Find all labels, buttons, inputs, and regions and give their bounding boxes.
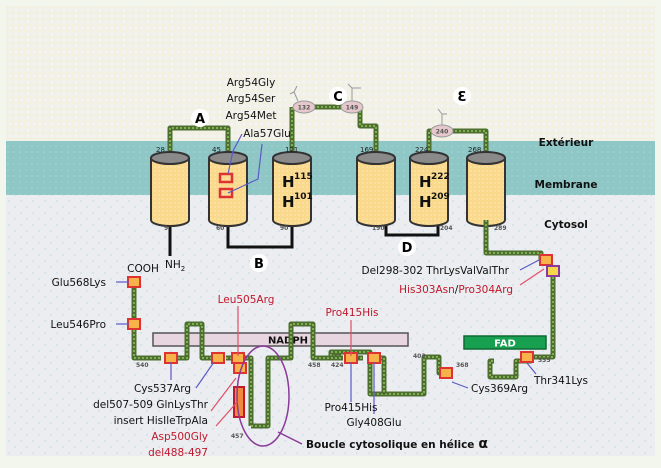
mutation-arg54gly: Arg54Gly — [227, 77, 276, 89]
mutation-thr341lys: Thr341Lys — [533, 375, 588, 387]
svg-text:240: 240 — [436, 129, 449, 136]
mutation-marker — [164, 352, 178, 364]
membrane-region — [6, 141, 655, 195]
mutation-his303-pro304: His303Asn/Pro304Arg — [399, 284, 513, 296]
mutation-marker — [218, 187, 234, 199]
mutation-del507-509: del507-509 GlnLysThr — [93, 399, 209, 411]
mutation-marker — [546, 265, 560, 277]
svg-text:FAD: FAD — [494, 339, 516, 350]
helix-5-start: 224 — [415, 146, 429, 154]
residue-457: 457 — [231, 433, 244, 440]
svg-text:101: 101 — [294, 192, 313, 202]
residue-368: 368 — [456, 362, 469, 369]
svg-text:H: H — [419, 193, 432, 211]
mutation-arg54met: Arg54Met — [226, 110, 277, 122]
residue-424: 424 — [331, 362, 344, 369]
nadph-domain: NADPH — [152, 332, 409, 347]
svg-text:222: 222 — [431, 172, 450, 182]
helix-1-end: 9 — [164, 225, 168, 232]
exterior-region — [6, 6, 655, 141]
svg-text:209: 209 — [431, 192, 450, 202]
mutation-del488-497: del488-497 — [148, 447, 208, 456]
glycosylation-site: 240 — [430, 108, 454, 138]
loop-label-e: Ɛ — [453, 87, 471, 105]
mutation-marker — [520, 351, 534, 363]
svg-text:C: C — [333, 90, 343, 105]
loop-label-b: B — [250, 254, 268, 272]
helix-4-end: 190 — [372, 225, 385, 232]
helix-2 — [208, 151, 248, 227]
label-cytosol: Cytosol — [544, 219, 588, 231]
helix-6-end: 289 — [494, 225, 507, 232]
mutation-marker — [439, 367, 453, 379]
loop-label-a: A — [191, 109, 209, 127]
svg-text:NADPH: NADPH — [268, 336, 308, 347]
helix-3-start: 121 — [285, 146, 298, 154]
residue-335: 335 — [538, 357, 551, 364]
mutation-leu505arg: Leu505Arg — [218, 294, 275, 306]
helix-2-end: 60 — [216, 225, 224, 232]
helix-1-start: 28 — [156, 146, 165, 154]
svg-text:H: H — [282, 173, 295, 191]
label-membrane: Membrane — [535, 179, 598, 191]
mutation-del298-302: Del298-302 ThrLysValValThr — [362, 265, 510, 277]
residue-458: 458 — [308, 362, 321, 369]
mutation-marker — [367, 352, 381, 364]
mutation-leu546pro: Leu546Pro — [51, 319, 106, 331]
cytosolic-helix-loop-highlight — [236, 345, 290, 447]
mutation-asp500gly: Asp500Gly — [151, 431, 208, 443]
mutation-pro415his-red: Pro415His — [326, 307, 379, 319]
cytosol-region — [6, 195, 655, 456]
helix-2-start: 45 — [212, 146, 221, 154]
helix-6-start: 268 — [468, 146, 481, 154]
helix-6 — [466, 151, 506, 227]
svg-text:H: H — [282, 193, 295, 211]
svg-text:132: 132 — [298, 105, 311, 112]
mutation-marker — [218, 172, 234, 184]
mutation-ala57glu: Ala57Glu — [243, 128, 291, 140]
svg-text:B: B — [254, 257, 264, 272]
helix-5-end: 204 — [440, 225, 453, 232]
mutation-marker — [211, 352, 225, 364]
svg-text:149: 149 — [346, 105, 359, 112]
helix-4-start: 169 — [360, 146, 373, 154]
mutation-insert: insert HisIleTrpAla — [114, 415, 208, 427]
mutation-marker — [127, 318, 141, 330]
residue-540: 540 — [136, 362, 149, 369]
n-terminus: NH2 — [165, 259, 185, 273]
svg-text:D: D — [402, 241, 413, 256]
helix-3 — [272, 151, 312, 227]
loop-label-d: D — [398, 238, 416, 256]
loop-label-c: C — [329, 87, 347, 105]
svg-text:115: 115 — [294, 172, 313, 182]
mutation-marker — [127, 276, 141, 288]
mutation-marker — [539, 254, 553, 266]
svg-text:Ɛ: Ɛ — [457, 90, 466, 105]
svg-text:A: A — [195, 112, 205, 127]
mutation-glu568lys: Glu568Lys — [52, 277, 106, 289]
glycosylation-site: 149 — [340, 83, 364, 114]
helix-1 — [150, 151, 190, 227]
mutation-gly408glu: Gly408Glu — [346, 417, 401, 429]
mutation-cys537arg: Cys537Arg — [134, 383, 191, 395]
svg-text:H: H — [419, 173, 432, 191]
mutation-cys369arg: Cys369Arg — [471, 383, 528, 395]
fad-domain: FAD — [463, 335, 547, 350]
mutation-arg54ser: Arg54Ser — [227, 93, 276, 105]
diagram-canvas: Extérieur Membrane Cytosol 132 149 240 A… — [6, 6, 655, 459]
helix-4 — [356, 151, 396, 227]
residue-403: 403 — [413, 353, 426, 360]
glycosylation-site: 132 — [289, 85, 316, 114]
mutation-pro415his: Pro415His — [325, 402, 378, 414]
helix-5 — [409, 151, 449, 227]
mutation-cooh: COOH — [127, 263, 159, 275]
helix-3-end: 90 — [280, 225, 288, 232]
label-exterior: Extérieur — [539, 137, 594, 149]
